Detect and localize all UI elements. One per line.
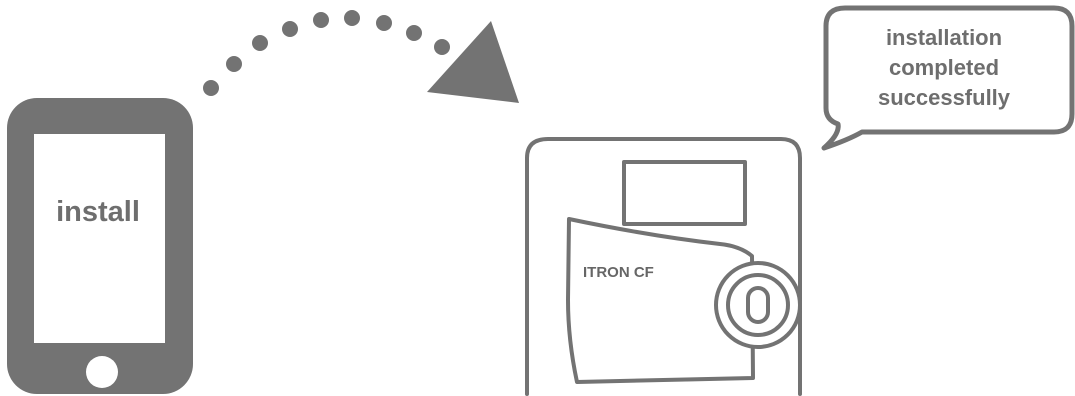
speech-bubble-text: installation completed successfully	[844, 23, 1044, 113]
meter-housing	[525, 137, 802, 396]
smartphone-icon	[7, 98, 193, 394]
speech-bubble-icon	[821, 5, 1075, 151]
arrow-head-icon	[427, 21, 519, 103]
heat-meter-icon	[525, 137, 802, 396]
meter-display	[622, 160, 747, 226]
transfer-arrow	[203, 10, 519, 103]
phone-home-button	[86, 356, 118, 388]
meter-dial-inner	[726, 273, 790, 337]
meter-brand-label: ITRON CF	[583, 264, 654, 281]
dotted-arc	[203, 10, 450, 96]
speech-bubble-line: successfully	[877, 85, 1011, 110]
phone-screen	[34, 134, 165, 343]
meter-front-plate	[566, 217, 755, 384]
speech-bubble-line: installation	[885, 25, 1003, 50]
phone-screen-label: install	[56, 196, 140, 228]
speech-bubble-line: completed	[888, 55, 1000, 80]
meter-dial-zero-icon	[746, 286, 770, 324]
